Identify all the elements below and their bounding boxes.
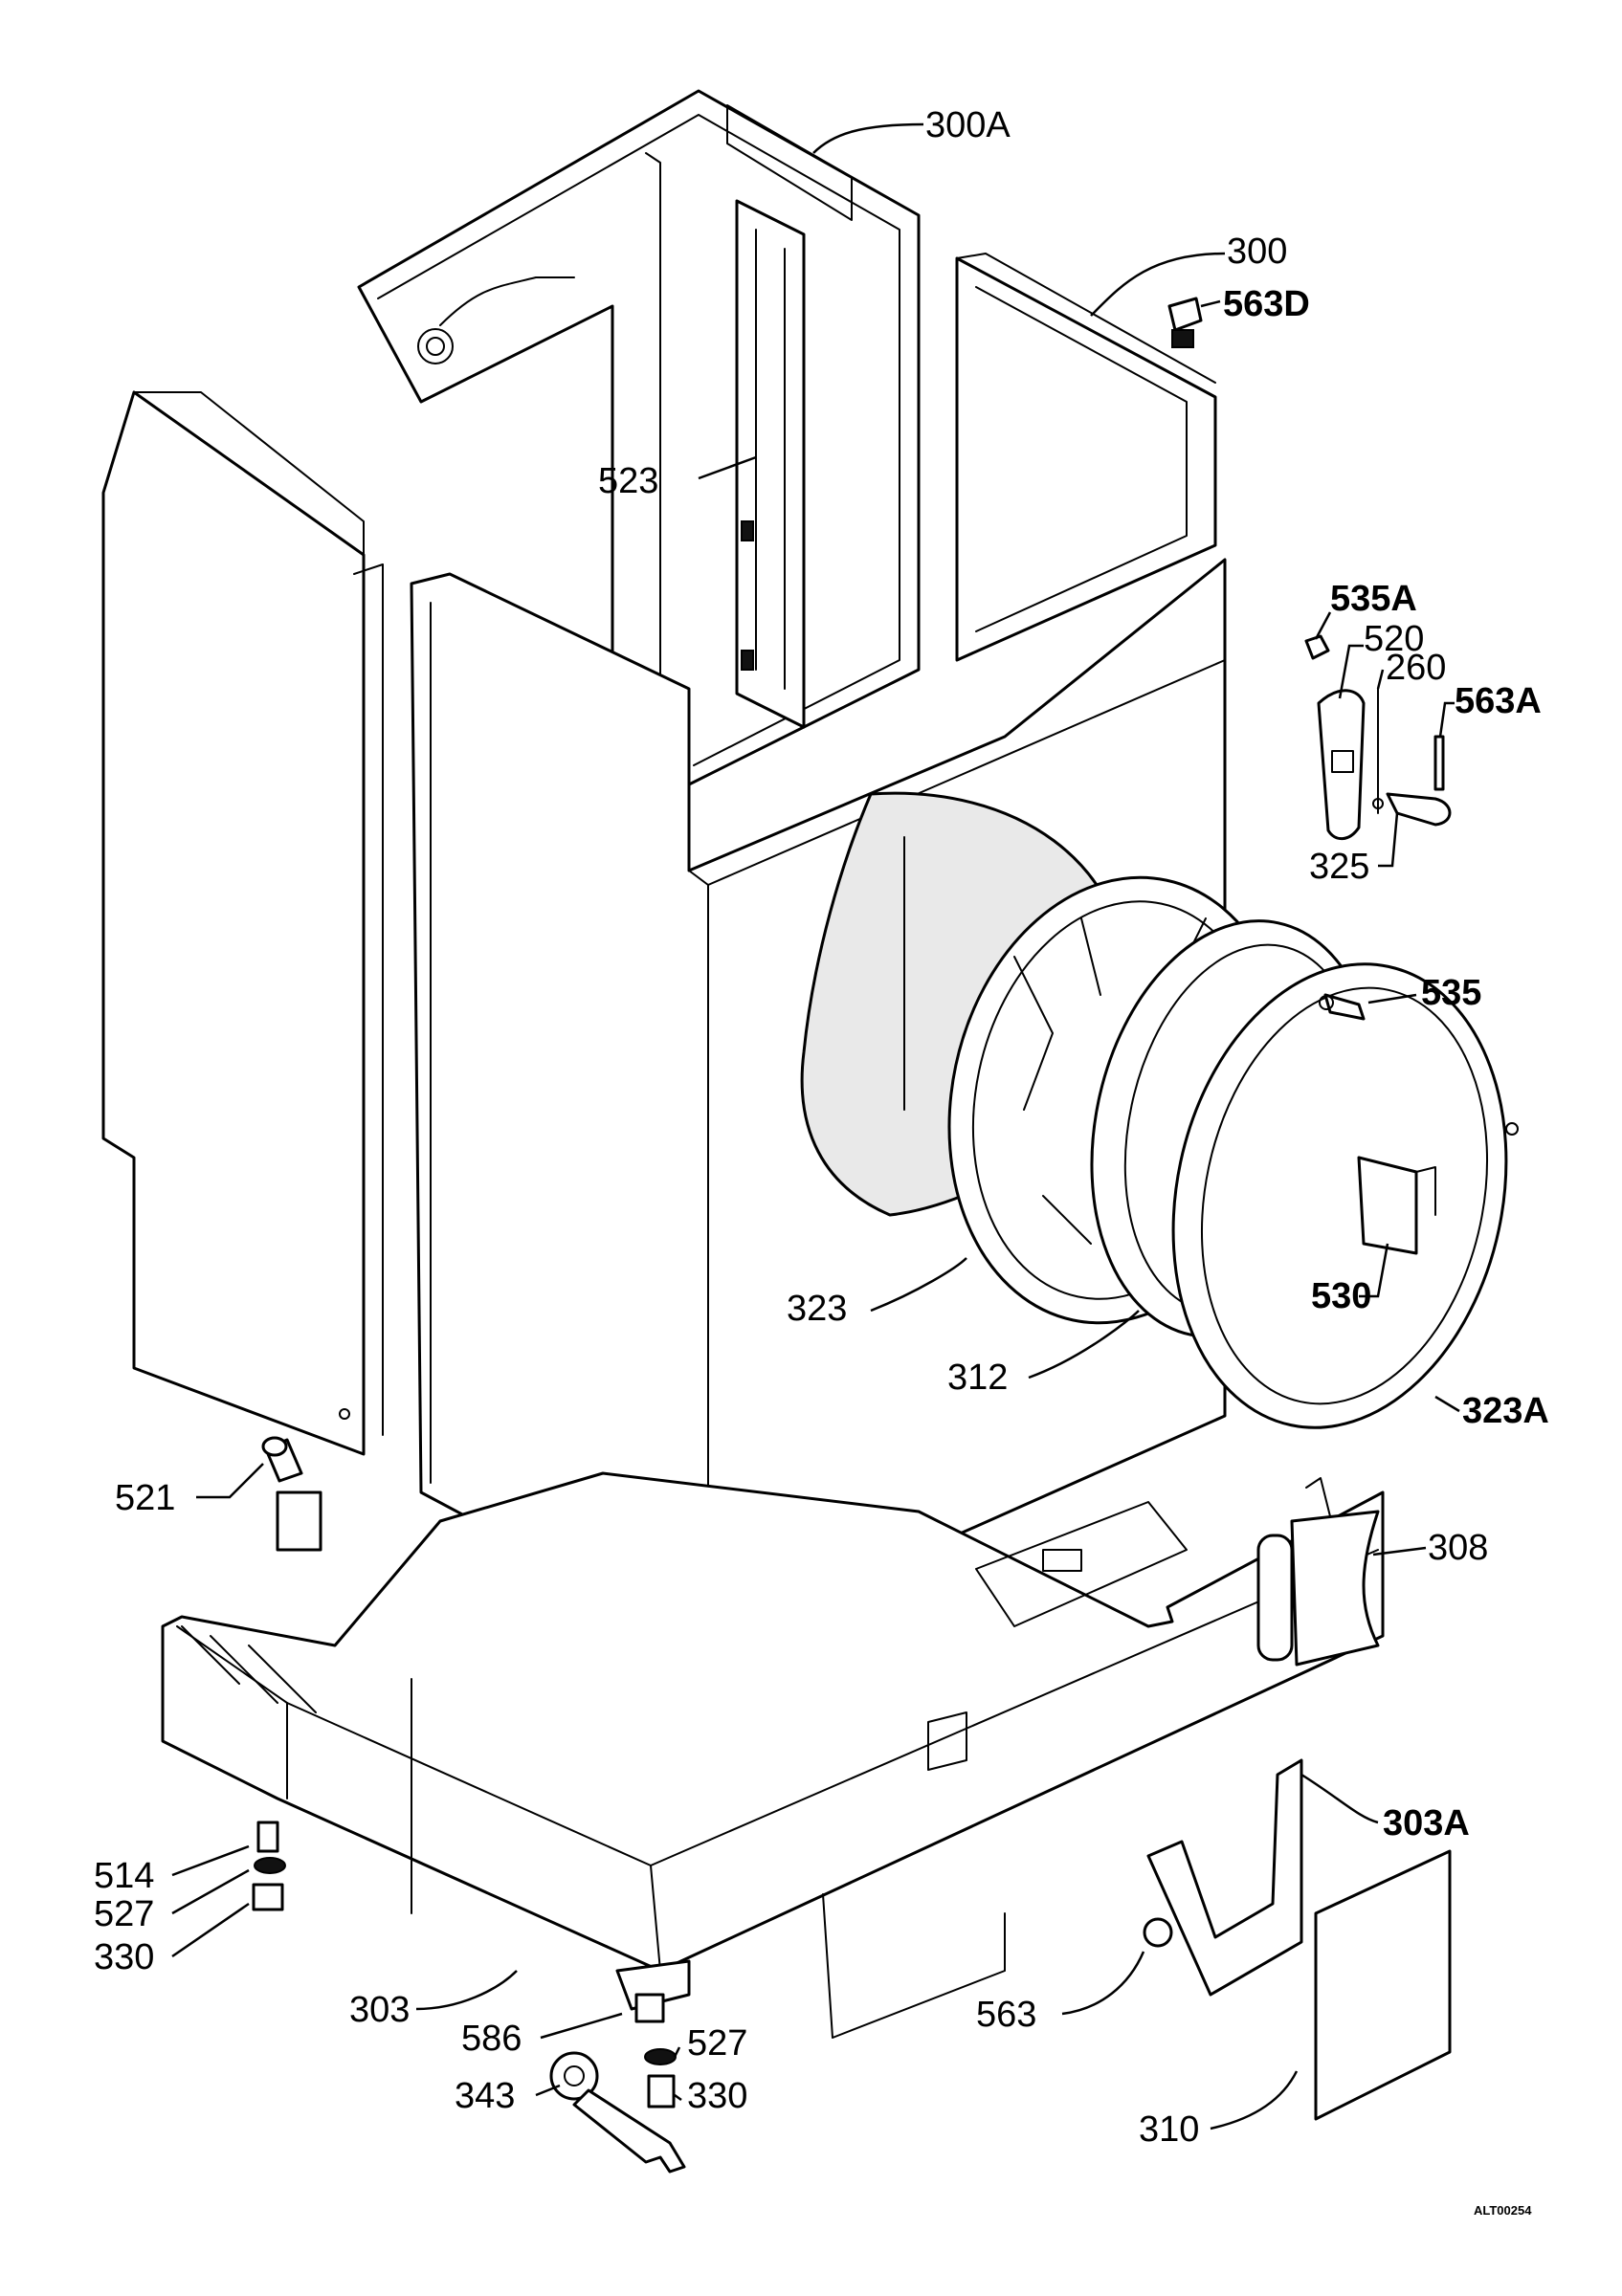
callout-586: 586 xyxy=(461,2019,522,2059)
plinth-panel-310 xyxy=(1143,1758,1452,2121)
hinge-pin-535 xyxy=(1319,993,1366,1021)
callout-563A: 563A xyxy=(1455,681,1542,721)
callout-260: 260 xyxy=(1386,648,1446,688)
callout-303: 303 xyxy=(349,1990,410,2030)
callout-308: 308 xyxy=(1428,1528,1488,1568)
callout-563: 563 xyxy=(976,1995,1036,2035)
callout-520: 520 xyxy=(1364,619,1424,659)
callout-323A: 323A xyxy=(1462,1391,1549,1431)
leader-lines xyxy=(171,122,1460,2130)
callout-300: 300 xyxy=(1227,232,1287,272)
lock-assembly xyxy=(1304,634,1452,841)
screw-521 xyxy=(261,1436,303,1483)
hinge-308 xyxy=(1256,1477,1380,1667)
callout-514: 514 xyxy=(94,1856,154,1896)
door-outer-323A xyxy=(1171,962,1519,1429)
callout-530: 530 xyxy=(1311,1276,1371,1316)
base-frame xyxy=(161,1471,1385,2039)
callout-535A: 535A xyxy=(1330,579,1417,619)
wrench-343 xyxy=(549,2051,686,2174)
foot-hardware-right xyxy=(615,1959,691,2108)
callout-527-right: 527 xyxy=(687,2023,747,2064)
callout-527-left: 527 xyxy=(94,1894,154,1934)
callout-563D: 563D xyxy=(1223,284,1310,324)
callout-303A: 303A xyxy=(1383,1803,1470,1843)
callout-labels: 300A 300 563D 523 535A 520 260 563A 325 … xyxy=(94,105,1549,2218)
right-top-frame xyxy=(955,253,1217,662)
callout-323: 323 xyxy=(787,1289,847,1329)
callout-535: 535 xyxy=(1421,973,1481,1013)
callout-310: 310 xyxy=(1139,2109,1199,2150)
clip-563D xyxy=(1167,297,1203,348)
callout-521: 521 xyxy=(115,1478,175,1518)
drawing-code: ALT00254 xyxy=(1474,2203,1532,2218)
foot-hardware-left xyxy=(252,1821,286,1911)
callout-523: 523 xyxy=(598,461,658,501)
left-side-panel xyxy=(101,390,384,1456)
callout-300A: 300A xyxy=(925,105,1011,145)
callout-343: 343 xyxy=(455,2076,515,2116)
callout-325: 325 xyxy=(1309,847,1369,887)
callout-330-left: 330 xyxy=(94,1937,154,1977)
callout-330-right: 330 xyxy=(687,2076,747,2116)
callout-312: 312 xyxy=(947,1358,1008,1398)
rail-part-523 xyxy=(735,199,806,729)
